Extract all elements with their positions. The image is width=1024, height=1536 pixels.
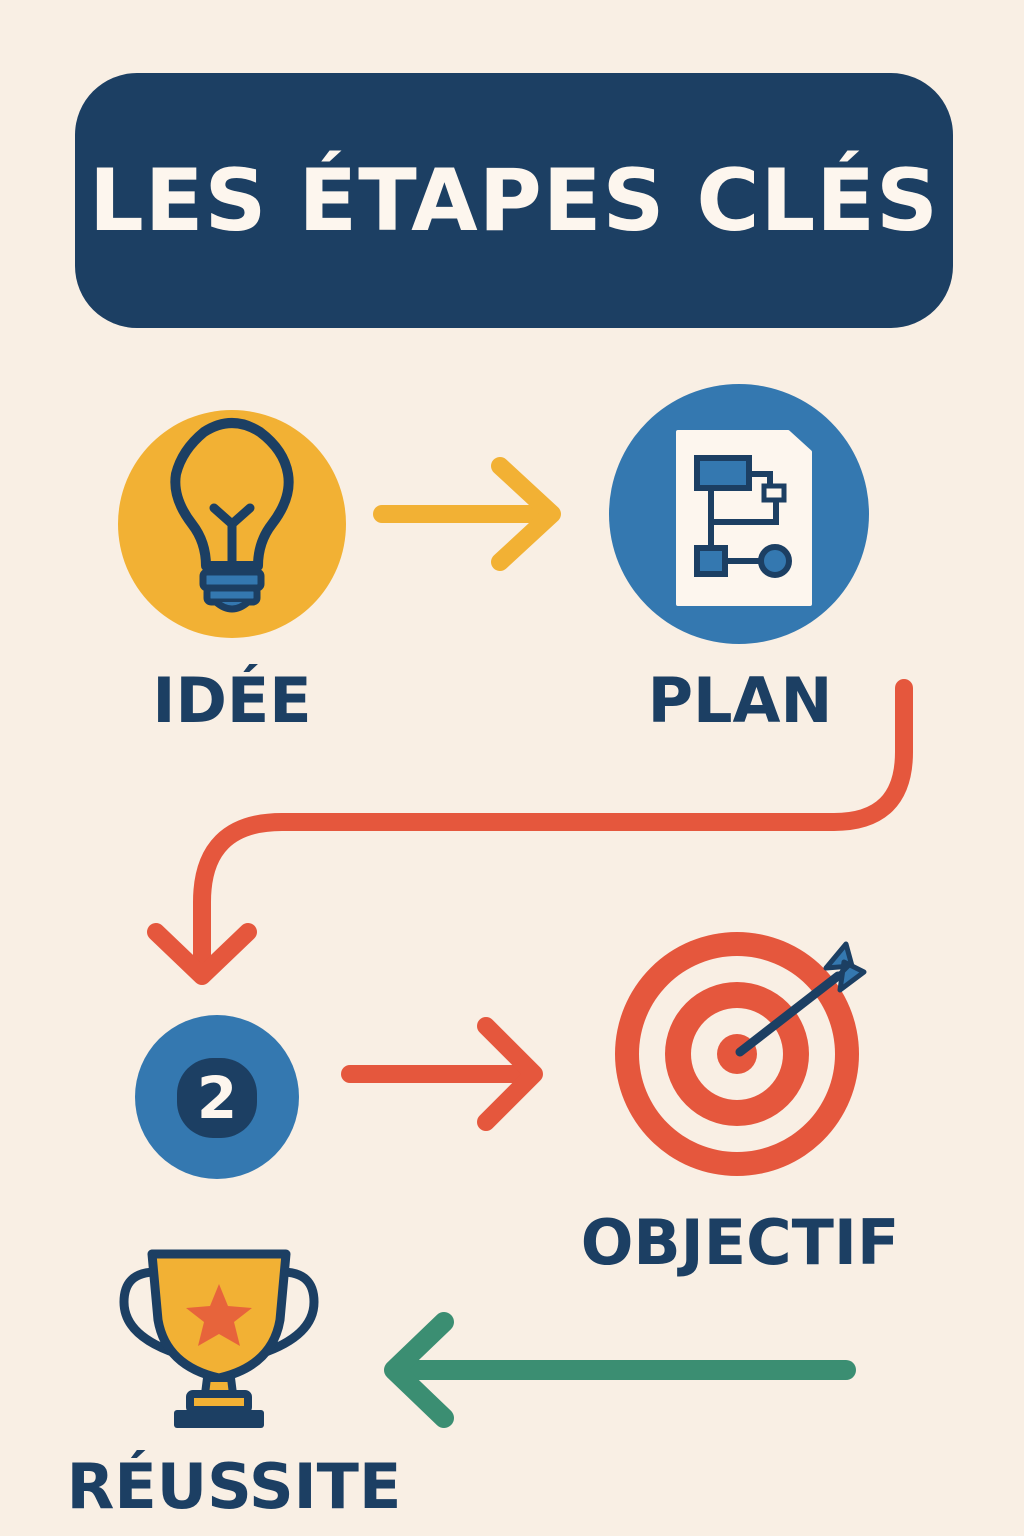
step-label-plan: PLAN	[647, 664, 833, 737]
title-banner: LES ÉTAPES CLÉS	[75, 73, 953, 328]
curved-arrow-icon	[147, 679, 913, 985]
step-number: 2	[197, 1064, 237, 1132]
target-arrow-icon	[615, 932, 867, 1176]
number-badge-icon: 2	[135, 1015, 299, 1179]
arrow-right-icon	[341, 1017, 543, 1131]
flowchart-document-icon	[609, 384, 869, 644]
lightbulb-icon	[118, 410, 346, 638]
arrow-right-icon	[373, 457, 561, 571]
step-label-idee: IDÉE	[152, 664, 312, 737]
page-title: LES ÉTAPES CLÉS	[89, 150, 939, 251]
arrow-left-icon	[384, 1312, 856, 1428]
step-label-reussite: RÉUSSITE	[66, 1450, 402, 1523]
trophy-icon	[119, 1249, 319, 1428]
step-label-objectif: OBJECTIF	[580, 1206, 900, 1279]
